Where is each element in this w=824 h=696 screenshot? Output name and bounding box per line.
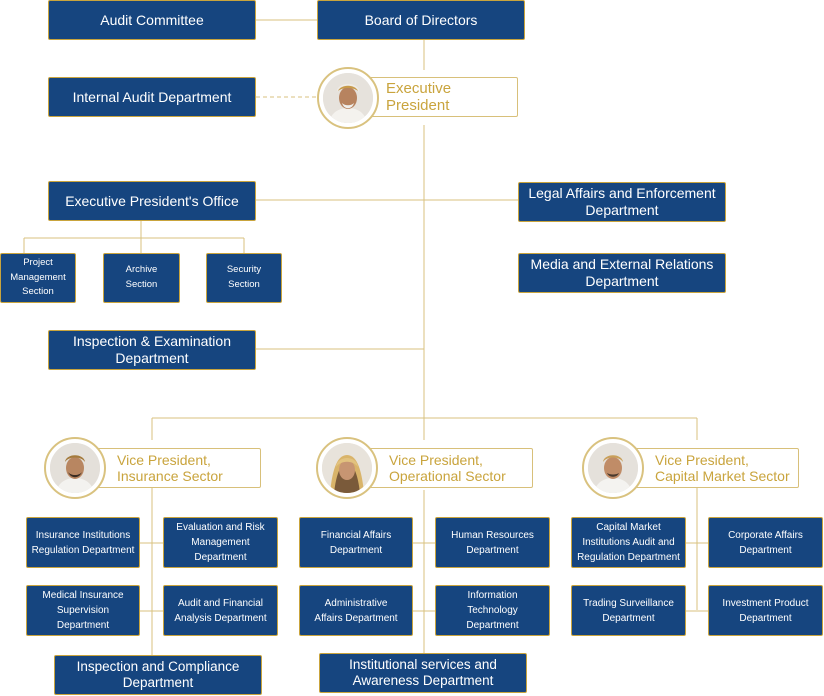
corporate-affairs-label: Corporate Affairs Department	[728, 529, 803, 556]
capital-market-institutions-label: Capital Market Institutions Audit and Re…	[577, 522, 680, 563]
media-relations-label: Media and External Relations Department	[530, 256, 714, 289]
project-management-section-box: Project Management Section	[0, 253, 76, 303]
administrative-affairs-box: Administrative Affairs Department	[299, 585, 413, 636]
trading-surveillance-label: Trading Surveillance Department	[583, 597, 674, 624]
inspection-examination-label: Inspection & Examination Department	[73, 333, 231, 366]
executive-president-label: Executive President	[386, 79, 452, 114]
vp-capital-market-portrait	[582, 437, 644, 499]
medical-insurance-label: Medical Insurance Supervision Department	[42, 590, 124, 631]
inspection-compliance-box: Inspection and Compliance Department	[54, 655, 262, 695]
inspection-examination-box: Inspection & Examination Department	[48, 330, 256, 370]
portrait-vp-operational-icon	[322, 443, 372, 493]
portrait-vp-capital-market-icon	[588, 443, 638, 493]
project-management-section-label: Project Management Section	[10, 256, 66, 298]
audit-committee-box: Audit Committee	[48, 0, 256, 40]
audit-committee-label: Audit Committee	[100, 11, 204, 28]
financial-affairs-label: Financial Affairs Department	[320, 529, 392, 556]
administrative-affairs-label: Administrative Affairs Department	[314, 597, 398, 624]
portrait-executive-president-icon	[323, 73, 373, 123]
information-technology-label: Information Technology Department	[466, 590, 519, 631]
board-of-directors-label: Board of Directors	[364, 11, 478, 28]
audit-financial-box: Audit and Financial Analysis Department	[163, 585, 278, 636]
legal-affairs-box: Legal Affairs and Enforcement Department	[518, 182, 726, 222]
information-technology-box: Information Technology Department	[435, 585, 550, 636]
internal-audit-box: Internal Audit Department	[48, 77, 256, 117]
vp-operational-box: Vice President, Operational Sector	[355, 448, 533, 488]
medical-insurance-box: Medical Insurance Supervision Department	[26, 585, 140, 636]
security-section-box: Security Section	[206, 253, 282, 303]
vp-capital-market-label: Vice President, Capital Market Sector	[655, 451, 790, 484]
executive-president-box: Executive President	[356, 77, 518, 117]
internal-audit-label: Internal Audit Department	[72, 88, 232, 105]
executive-president-portrait	[317, 67, 379, 129]
media-relations-box: Media and External Relations Department	[518, 253, 726, 293]
institutional-services-label: Institutional services and Awareness Dep…	[349, 656, 497, 688]
audit-financial-label: Audit and Financial Analysis Department	[174, 597, 267, 624]
human-resources-label: Human Resources Department	[451, 529, 534, 556]
insurance-regulation-box: Insurance Institutions Regulation Depart…	[26, 517, 140, 568]
trading-surveillance-box: Trading Surveillance Department	[571, 585, 686, 636]
vp-insurance-portrait	[44, 437, 106, 499]
institutional-services-box: Institutional services and Awareness Dep…	[319, 653, 527, 693]
legal-affairs-label: Legal Affairs and Enforcement Department	[528, 185, 716, 218]
archive-section-label: Archive Section	[125, 264, 158, 290]
executive-presidents-office-box: Executive President's Office	[48, 181, 256, 221]
evaluation-risk-box: Evaluation and Risk Management Departmen…	[163, 517, 278, 568]
vp-operational-portrait	[316, 437, 378, 499]
investment-product-box: Investment Product Department	[708, 585, 823, 636]
vp-operational-label: Vice President, Operational Sector	[389, 451, 506, 484]
security-section-label: Security Section	[226, 264, 262, 290]
executive-presidents-office-label: Executive President's Office	[65, 192, 239, 209]
vp-capital-market-box: Vice President, Capital Market Sector	[621, 448, 799, 488]
investment-product-label: Investment Product Department	[722, 597, 809, 624]
insurance-regulation-label: Insurance Institutions Regulation Depart…	[31, 529, 135, 556]
corporate-affairs-box: Corporate Affairs Department	[708, 517, 823, 568]
portrait-vp-insurance-icon	[50, 443, 100, 493]
inspection-compliance-label: Inspection and Compliance Department	[76, 658, 240, 690]
evaluation-risk-label: Evaluation and Risk Management Departmen…	[176, 522, 265, 563]
capital-market-institutions-box: Capital Market Institutions Audit and Re…	[571, 517, 686, 568]
vp-insurance-label: Vice President, Insurance Sector	[117, 451, 223, 484]
human-resources-box: Human Resources Department	[435, 517, 550, 568]
archive-section-box: Archive Section	[103, 253, 180, 303]
vp-insurance-box: Vice President, Insurance Sector	[83, 448, 261, 488]
financial-affairs-box: Financial Affairs Department	[299, 517, 413, 568]
board-of-directors-box: Board of Directors	[317, 0, 525, 40]
